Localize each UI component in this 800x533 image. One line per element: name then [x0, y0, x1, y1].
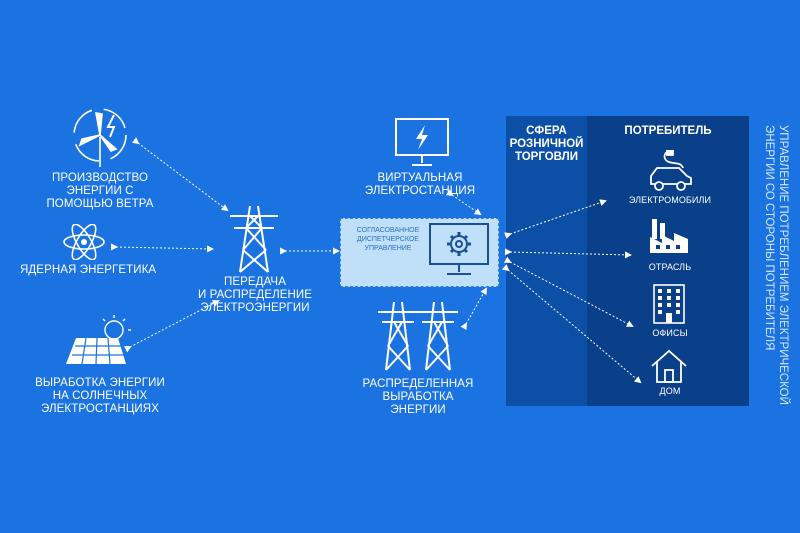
virtual-plant-label-line: ВИРТУАЛЬНАЯ [377, 172, 463, 184]
transmission-label: ПЕРЕДАЧА И РАСПРЕДЕЛЕНИЕ ЭЛЕКТРОЭНЕРГИИ [185, 276, 325, 315]
retail-title-line: ТОРГОВЛИ [514, 151, 579, 163]
side-caption-line: УПРАВЛЕНИЕ ПОТРЕБЛЕНИЕМ ЭЛЕКТРИЧЕСКОЙ [777, 125, 789, 405]
dispatch-to-home-line [501, 264, 642, 384]
retail-title-line: РОЗНИЧНОЙ [509, 138, 584, 150]
transmission-label-line: ЭЛЕКТРОЭНЕРГИИ [200, 302, 310, 314]
power-towers-icon [378, 301, 458, 371]
virtual-plant-label: ВИРТУАЛЬНАЯ ЭЛЕКТРОСТАНЦИЯ [350, 172, 490, 198]
distributed-to-dispatch-line [460, 287, 487, 331]
power-tower-icon [230, 205, 278, 273]
dispatch-label: СОГЛАСОВАННОЕ ДИСПЕТЧЕРСКОЕ УПРАВЛЕНИЕ [342, 226, 434, 253]
consumer-title: ПОТРЕБИТЕЛЬ [624, 125, 712, 137]
dispatch-box [340, 218, 499, 287]
dispatch-label-line: УПРАВЛЕНИЕ [364, 245, 412, 252]
solar-panel-icon [66, 315, 131, 365]
consumer-item-offices: ОФИСЫ [652, 328, 688, 338]
wind-label: ПРОИЗВОДСТВО ЭНЕРГИИ С ПОМОЩЬЮ ВЕТРА [30, 172, 170, 211]
atom-icon [63, 224, 105, 260]
nuclear-to-grid-line [110, 243, 214, 253]
solar-label-line: ЭЛЕКТРОСТАНЦИЯХ [41, 403, 159, 415]
monitor-gear-icon [429, 223, 489, 275]
solar-to-grid-line [123, 300, 220, 353]
distributed-label-line: ЭНЕРГИИ [390, 404, 446, 416]
transmission-label-line: И РАСПРЕДЕЛЕНИЕ [197, 289, 313, 301]
factory-icon [650, 219, 688, 253]
solar-label-line: НА СОЛНЕЧНЫХ [52, 390, 148, 402]
monitor-lightning-icon [395, 118, 449, 166]
solar-label-line: ВЫРАБОТКА ЭНЕРГИИ [35, 377, 165, 389]
virtual-to-dispatch-line [445, 189, 482, 216]
side-caption-line: ЭНЕРГИИ СО СТОРОНЫ ПОТРЕБИТЕЛЯ [763, 125, 775, 351]
nuclear-label: ЯДЕРНАЯ ЭНЕРГЕТИКА [20, 264, 157, 276]
house-icon [651, 349, 687, 383]
wind-label-line: ПОМОЩЬЮ ВЕТРА [46, 198, 154, 210]
side-caption: УПРАВЛЕНИЕ ПОТРЕБЛЕНИЕМ ЭЛЕКТРИЧЕСКОЙ ЭН… [748, 125, 790, 405]
distributed-label-line: ВЫРАБОТКА [382, 391, 454, 403]
electric-car-icon [650, 150, 692, 191]
wind-label-line: ПРОИЗВОДСТВО [52, 172, 148, 184]
consumer-item-cars: ЭЛЕКТРОМОБИЛИ [628, 195, 712, 205]
dispatch-label-line: ДИСПЕТЧЕРСКОЕ [357, 236, 419, 243]
distributed-label-line: РАСПРЕДЕЛЕННАЯ [362, 378, 474, 390]
office-building-icon [653, 284, 685, 324]
consumer-item-home: ДОМ [659, 386, 681, 396]
dispatch-to-cars-line [504, 199, 607, 239]
wind-label-line: ЭНЕРГИИ С [66, 185, 134, 197]
virtual-plant-label-line: ЭЛЕКТРОСТАНЦИЯ [364, 185, 476, 197]
dispatch-to-industry-line [504, 248, 632, 259]
solar-label: ВЫРАБОТКА ЭНЕРГИИ НА СОЛНЕЧНЫХ ЭЛЕКТРОСТ… [30, 377, 170, 416]
retail-title: СФЕРА РОЗНИЧНОЙ ТОРГОВЛИ [506, 125, 587, 164]
transmission-label-line: ПЕРЕДАЧА [224, 276, 286, 288]
distributed-label: РАСПРЕДЕЛЕННАЯ ВЫРАБОТКА ЭНЕРГИИ [348, 378, 488, 417]
wind-to-grid-line [131, 137, 229, 212]
retail-title-line: СФЕРА [526, 125, 567, 137]
wind-turbine-icon [73, 108, 127, 167]
consumer-item-industry: ОТРАСЛЬ [648, 262, 692, 272]
dispatch-label-line: СОГЛАСОВАННОЕ [356, 227, 420, 234]
